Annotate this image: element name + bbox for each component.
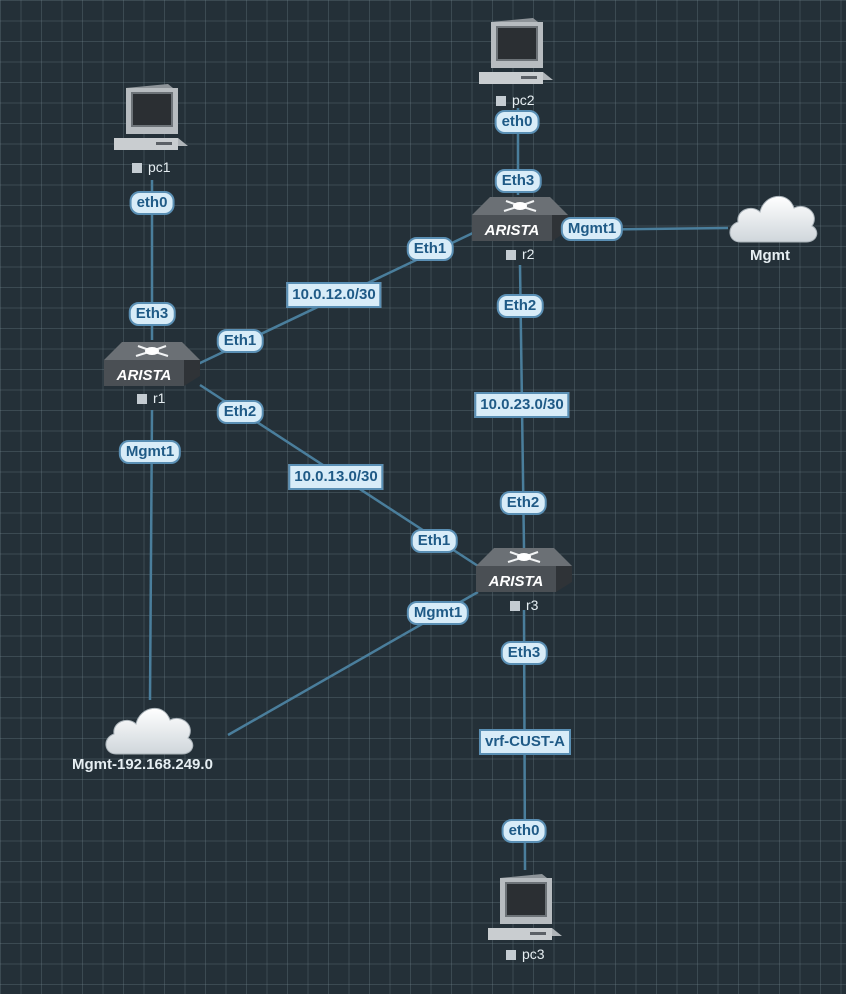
r3-node[interactable]: ARISTA bbox=[474, 544, 574, 596]
r1-node[interactable]: ARISTA bbox=[102, 338, 202, 390]
status-square-icon bbox=[506, 250, 516, 260]
r1-eth1-label[interactable]: Eth1 bbox=[216, 329, 264, 353]
computer-icon bbox=[479, 18, 553, 84]
r2-eth1-label[interactable]: Eth1 bbox=[406, 237, 454, 261]
status-square-icon bbox=[496, 96, 506, 106]
pc3-eth0-label[interactable]: eth0 bbox=[501, 819, 547, 843]
status-square-icon bbox=[137, 394, 147, 404]
r3-label: r3 bbox=[526, 597, 539, 613]
status-square-icon bbox=[506, 950, 516, 960]
r3-mgmt1-label[interactable]: Mgmt1 bbox=[406, 601, 470, 625]
pc2-eth0-label[interactable]: eth0 bbox=[494, 110, 540, 134]
r1-eth2-label[interactable]: Eth2 bbox=[216, 400, 264, 424]
r1-label: r1 bbox=[153, 390, 166, 406]
network-label-r1-r3[interactable]: 10.0.13.0/30 bbox=[288, 464, 384, 490]
r2-label: r2 bbox=[522, 246, 535, 262]
r2-mgmt1-label[interactable]: Mgmt1 bbox=[560, 217, 624, 241]
r1-caption: r1 bbox=[137, 390, 165, 406]
pc3-node[interactable] bbox=[486, 872, 566, 944]
computer-icon bbox=[114, 84, 188, 150]
status-square-icon bbox=[132, 163, 142, 173]
pc1-eth0-label[interactable]: eth0 bbox=[129, 191, 175, 215]
r3-eth2-label[interactable]: Eth2 bbox=[499, 491, 547, 515]
arista-switch-icon: ARISTA bbox=[472, 197, 568, 241]
pc2-node[interactable] bbox=[477, 16, 557, 88]
r1-eth3-label[interactable]: Eth3 bbox=[128, 302, 176, 326]
mgmt-cloud-right-label: Mgmt bbox=[750, 247, 790, 264]
pc3-caption: pc3 bbox=[506, 946, 545, 962]
network-label-r3-pc3[interactable]: vrf-CUST-A bbox=[478, 729, 572, 755]
mgmt-cloud-right-node[interactable] bbox=[726, 184, 820, 246]
pc1-label: pc1 bbox=[148, 159, 171, 175]
r3-eth1-label[interactable]: Eth1 bbox=[410, 529, 458, 553]
cloud-icon bbox=[729, 196, 818, 243]
r2-node[interactable]: ARISTA bbox=[470, 193, 570, 245]
computer-icon bbox=[488, 874, 562, 940]
pc3-label: pc3 bbox=[522, 946, 545, 962]
pc1-caption: pc1 bbox=[132, 159, 171, 175]
r3-brand: ARISTA bbox=[488, 573, 544, 590]
arista-switch-icon: ARISTA bbox=[476, 548, 572, 592]
r1-brand: ARISTA bbox=[116, 367, 172, 384]
status-square-icon bbox=[510, 601, 520, 611]
r3-eth3-label[interactable]: Eth3 bbox=[500, 641, 548, 665]
network-label-r1-r2[interactable]: 10.0.12.0/30 bbox=[286, 282, 382, 308]
mgmt-cloud-left-node[interactable] bbox=[102, 696, 196, 758]
r2-eth3-label[interactable]: Eth3 bbox=[494, 169, 542, 193]
r2-caption: r2 bbox=[506, 246, 534, 262]
r2-brand: ARISTA bbox=[484, 222, 540, 239]
network-label-r2-r3[interactable]: 10.0.23.0/30 bbox=[474, 392, 570, 418]
pc1-node[interactable] bbox=[112, 82, 192, 154]
cloud-icon bbox=[105, 708, 194, 755]
mgmt-cloud-left-label: Mgmt-192.168.249.0 bbox=[72, 756, 213, 773]
pc2-caption: pc2 bbox=[496, 92, 535, 108]
pc2-label: pc2 bbox=[512, 92, 535, 108]
arista-switch-icon: ARISTA bbox=[104, 342, 200, 386]
r2-eth2-label[interactable]: Eth2 bbox=[496, 294, 544, 318]
r3-caption: r3 bbox=[510, 597, 538, 613]
r1-mgmt1-label[interactable]: Mgmt1 bbox=[118, 440, 182, 464]
